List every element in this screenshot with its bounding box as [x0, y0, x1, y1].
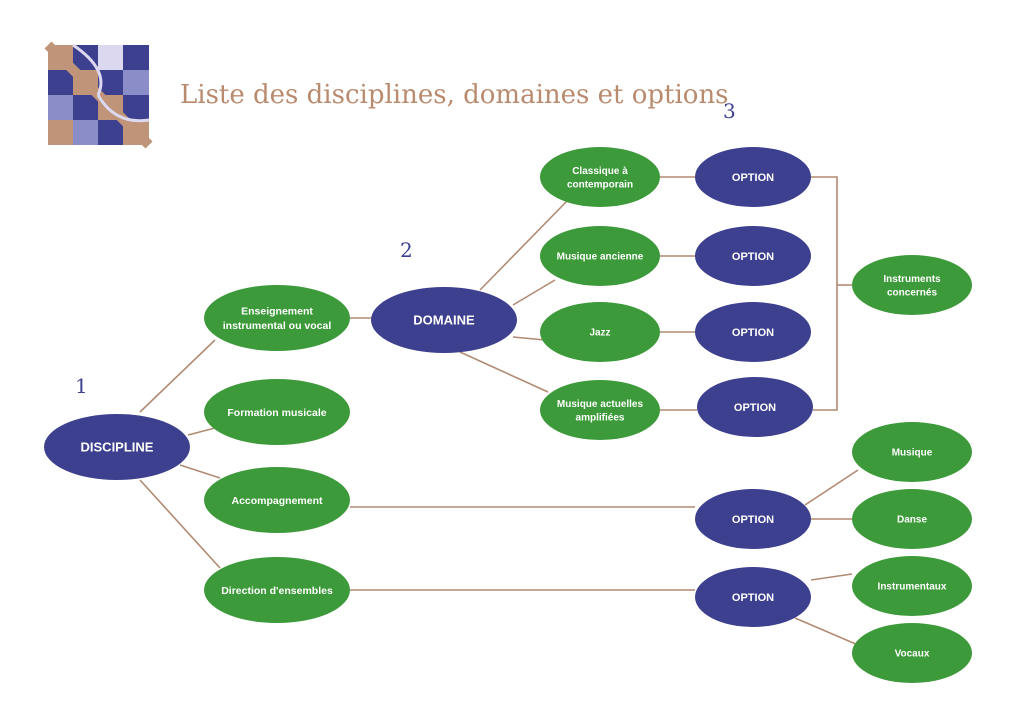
node-domaine-label-0: DOMAINE: [413, 313, 475, 328]
connector-line-8: [459, 351, 549, 393]
node-opt3-label-0: OPTION: [732, 327, 774, 339]
connector-line-2: [179, 464, 221, 479]
node-vocaux: Vocaux: [852, 623, 972, 683]
node-vocaux-shape: [852, 623, 972, 683]
connector-line-1: [187, 427, 216, 436]
connector-line-16: [804, 469, 859, 506]
node-domaine-shape: [371, 287, 517, 353]
node-actuelles-label-0: Musique actuelles: [557, 399, 644, 410]
node-opt3-shape: [695, 302, 811, 362]
connector-line-19: [810, 573, 853, 581]
node-instruments-label-1: concernés: [887, 287, 937, 298]
node-ancienne-shape: [540, 226, 660, 286]
diagram-nodes: DISCIPLINE Enseignement instrumental ou vo…: [44, 147, 972, 683]
node-ancienne: Musique ancienne: [540, 226, 660, 286]
node-opt3: OPTION: [695, 302, 811, 362]
connector-line-13: [811, 176, 838, 411]
node-opt5-shape: [695, 489, 811, 549]
node-classique-label-1: contemporain: [567, 179, 633, 190]
node-enseignement-label-1: instrumental ou vocal: [223, 320, 332, 332]
node-instrumentaux-label-0: Instrumentaux: [878, 582, 947, 593]
node-danse-label-0: Danse: [897, 515, 927, 526]
node-formation-shape: [204, 379, 350, 445]
node-classique-label-0: Classique à: [572, 166, 628, 177]
node-jazz-shape: [540, 302, 660, 362]
node-opt4-label-0: OPTION: [734, 402, 776, 414]
node-opt6-shape: [695, 567, 811, 627]
node-jazz-label-0: Jazz: [589, 328, 610, 339]
node-actuelles-shape: [540, 380, 660, 440]
logo-icon: [44, 41, 153, 149]
level-3-label: 3: [723, 99, 736, 123]
node-opt1-shape: [695, 147, 811, 207]
node-classique-shape: [540, 147, 660, 207]
page-title: Liste des disciplines, domaines et optio…: [180, 80, 729, 110]
node-instrumentaux: Instrumentaux: [852, 556, 972, 616]
node-opt5-label-0: OPTION: [732, 514, 774, 526]
node-opt5: OPTION: [695, 489, 811, 549]
node-opt2-shape: [695, 226, 811, 286]
connector-line-5: [479, 199, 569, 291]
node-domaine: DOMAINE: [371, 287, 517, 353]
node-vocaux-label-0: Vocaux: [895, 649, 930, 660]
connector-line-0: [139, 339, 216, 413]
node-opt4-shape: [697, 377, 813, 437]
node-musique: Musique: [852, 422, 972, 482]
node-opt4: OPTION: [697, 377, 813, 437]
connector-line-6: [512, 279, 556, 306]
node-actuelles-label-1: amplifiées: [576, 412, 625, 423]
node-formation-label-0: Formation musicale: [227, 407, 326, 419]
node-enseignement-label-0: Enseignement: [241, 306, 313, 318]
level-2-label: 2: [400, 238, 413, 262]
connector-line-20: [794, 617, 859, 646]
node-formation: Formation musicale: [204, 379, 350, 445]
node-accompagnement: Accompagnement: [204, 467, 350, 533]
connector-line-3: [139, 479, 221, 569]
node-opt1: OPTION: [695, 147, 811, 207]
node-instrumentaux-shape: [852, 556, 972, 616]
node-musique-shape: [852, 422, 972, 482]
node-instruments-label-0: Instruments: [883, 274, 941, 285]
node-actuelles: Musique actuelles amplifiées: [540, 380, 660, 440]
node-opt1-label-0: OPTION: [732, 172, 774, 184]
node-accompagnement-label-0: Accompagnement: [231, 495, 323, 507]
connector-lines: [139, 176, 859, 646]
node-discipline: DISCIPLINE: [44, 414, 190, 480]
node-discipline-shape: [44, 414, 190, 480]
node-instruments: Instruments concernés: [852, 255, 972, 315]
node-direction: Direction d'ensembles: [204, 557, 350, 623]
node-danse: Danse: [852, 489, 972, 549]
connector-line-7: [512, 336, 546, 341]
node-musique-label-0: Musique: [892, 448, 933, 459]
node-opt6-label-0: OPTION: [732, 592, 774, 604]
node-classique: Classique à contemporain: [540, 147, 660, 207]
node-opt6: OPTION: [695, 567, 811, 627]
node-danse-shape: [852, 489, 972, 549]
node-opt2-label-0: OPTION: [732, 251, 774, 263]
level-1-label: 1: [75, 374, 88, 398]
node-discipline-label-0: DISCIPLINE: [81, 440, 154, 455]
node-enseignement: Enseignement instrumental ou vocal: [204, 285, 350, 351]
node-opt2: OPTION: [695, 226, 811, 286]
node-direction-shape: [204, 557, 350, 623]
node-instruments-shape: [852, 255, 972, 315]
node-direction-label-0: Direction d'ensembles: [221, 585, 333, 597]
node-ancienne-label-0: Musique ancienne: [557, 252, 644, 263]
node-jazz: Jazz: [540, 302, 660, 362]
node-accompagnement-shape: [204, 467, 350, 533]
node-enseignement-shape: [204, 285, 350, 351]
